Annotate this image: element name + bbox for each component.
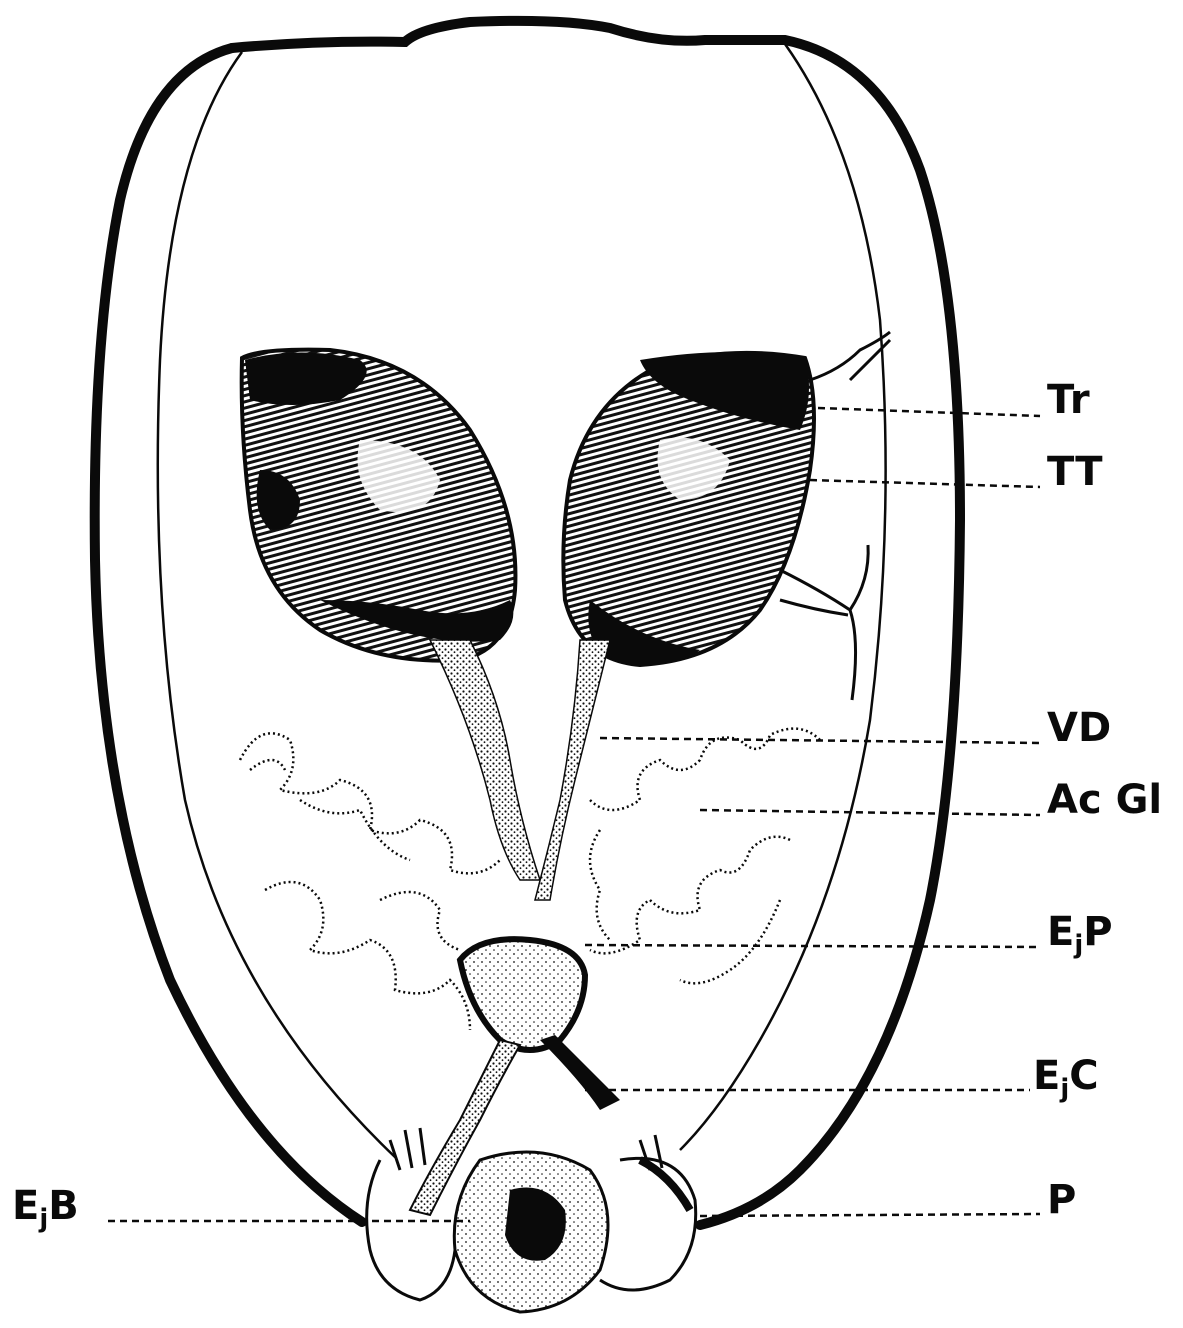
vasa-deferentia: [430, 640, 610, 900]
label-acgl: Ac Gl: [1047, 780, 1162, 820]
label-ejb: EjB: [12, 1186, 79, 1232]
label-ejp-tail: P: [1083, 909, 1112, 955]
label-ejb-sub: j: [39, 1204, 48, 1234]
label-tt: TT: [1047, 452, 1103, 492]
label-ejc-sub: j: [1060, 1074, 1069, 1104]
leader-acgl: [700, 810, 1040, 815]
leader-tt: [810, 480, 1040, 487]
label-ejc: EjC: [1033, 1056, 1099, 1102]
label-ejc-tail: C: [1069, 1053, 1098, 1099]
label-p: P: [1047, 1180, 1076, 1220]
label-ejb-tail: B: [48, 1183, 79, 1229]
leader-ejp: [585, 945, 1040, 947]
label-ejp-main: E: [1047, 909, 1074, 955]
leader-tr: [818, 408, 1040, 416]
label-ejp: EjP: [1047, 912, 1113, 958]
leader-p: [700, 1214, 1040, 1216]
label-tr: Tr: [1047, 380, 1090, 420]
label-ejp-sub: j: [1074, 930, 1083, 960]
left-testis: [242, 350, 516, 661]
right-testis: [563, 332, 890, 700]
label-ejc-main: E: [1033, 1053, 1060, 1099]
label-vd: VD: [1047, 708, 1111, 748]
ejaculatory-pouch: [460, 939, 585, 1050]
accessory-glands-left: [240, 733, 500, 1030]
penis: [367, 1152, 696, 1312]
label-ejb-main: E: [12, 1183, 39, 1229]
